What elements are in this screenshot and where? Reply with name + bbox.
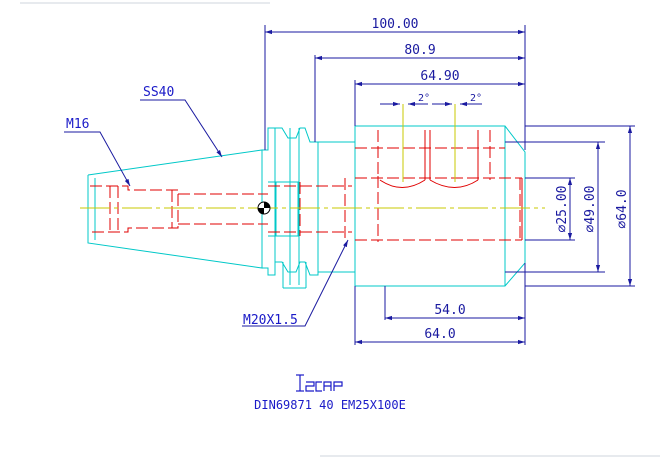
dim-angle-left: 2° (418, 93, 430, 104)
logo-text: iscar (328, 394, 331, 396)
label-taper: SS40 (143, 85, 174, 100)
label-thread-rear: M16 (66, 117, 89, 132)
dim-flange-dia: ⌀64.0 (615, 189, 630, 228)
dim-overall-length: 100.00 (372, 17, 419, 32)
label-thread-front: M20X1.5 (243, 313, 298, 328)
dim-length-64: 64.0 (424, 327, 455, 342)
dim-length-64-90: 64.90 (420, 69, 459, 84)
iscar-logo: iscar (296, 374, 343, 396)
dimension-lines (64, 25, 635, 345)
drawing-caption: DIN69871 40 EM25X100E (254, 398, 406, 412)
dim-length-54: 54.0 (434, 303, 465, 318)
dim-length-80: 80.9 (404, 43, 435, 58)
dim-body-dia: ⌀49.00 (583, 186, 598, 233)
dim-bore-dia: ⌀25.00 (555, 186, 570, 233)
tool-outline (87, 125, 526, 289)
hidden-lines (90, 130, 522, 242)
dim-angle-right: 2° (470, 93, 482, 104)
center-line (80, 104, 545, 209)
